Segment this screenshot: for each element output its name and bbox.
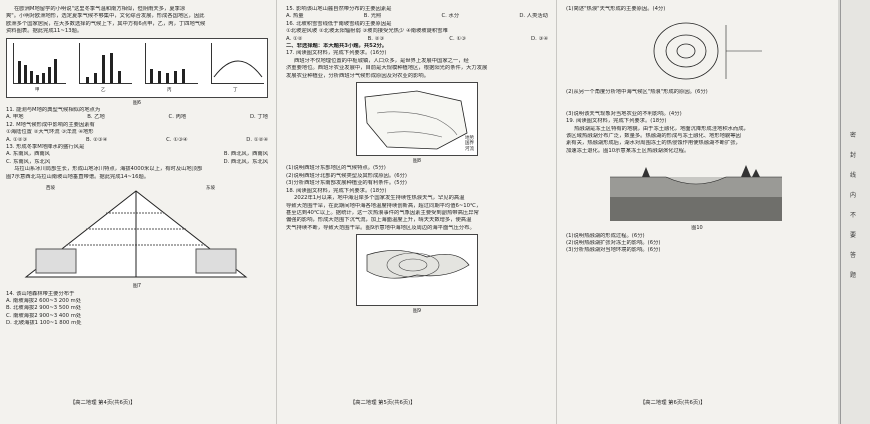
sub-question: (1)简述"热浪"天气形成的主要原因。(4分) (566, 6, 666, 12)
margin-char: 内 (850, 192, 857, 199)
thermokarst-figure (606, 157, 786, 223)
page-divider (276, 0, 277, 424)
figure-caption: 图10 (691, 225, 703, 232)
temperature-curve (213, 60, 263, 77)
paragraph: 乌拉山系冰川局部生长，形成山地冰川特点，海拔4000米以上，有时及山地顶部 (14, 166, 203, 173)
paragraph: 图7示意西北乌拉山南坡山地垂直带谱。据此完成14~16题。 (6, 173, 150, 180)
sub-question: (2)说明热融湖扩张对冻土的影响。(6分) (566, 240, 661, 247)
intro-line: 在欧洲M地留学的小明说"这里冬季气温和南方相似，但阴雨天多，夏季凉 (14, 6, 186, 12)
margin-char: 题 (850, 272, 857, 279)
sub-question: (3)分析西班牙东南部发展种植业的有利条件。(5分) (286, 180, 407, 187)
paragraph: 济重要地位。西班牙农业发展中，目前是大规模种植地区，根据阳光的条件，大力发展 (286, 65, 488, 72)
section-heading: 二、非选择题：本大题共3小题，共52分。 (286, 43, 388, 50)
chart-label: 乙 (101, 88, 106, 94)
page-6: (1)简述"热浪"天气形成的主要原因。(4分) (2)从另一个角度分析地中海气候… (566, 6, 828, 255)
sub-question: (2)说明西班牙北部的气候类型及其形成原因。(6分) (286, 172, 407, 179)
paragraph: 加速冻土退化。图10示意某冻土区热融湖演化过程。 (566, 147, 690, 154)
page-divider (556, 0, 557, 424)
figure-caption: 图7 (132, 283, 142, 290)
paragraph: 导致大范围干旱，在此期间地中海各地温度持续创新高，超过同期平均值6~10℃， (286, 202, 482, 209)
spain-map-figure: 地势国界河流 (356, 82, 478, 157)
intro-line: 资料图表。据此完成11~13题。 (6, 28, 83, 35)
question-13: 13. 形成冬季M地降水的盛行风是 (6, 144, 85, 151)
mountain-diagram (24, 190, 248, 278)
figure-caption: 图8 (412, 158, 422, 165)
climate-charts-figure: 甲 乙 丙 丁 (6, 37, 268, 98)
paragraph: 甚至达到40℃以上。据统计，这一次热浪事件的气象因素主要受到副热带高压异常 (286, 209, 479, 216)
intro-line: 爽"。小明对欧洲地形，选定夏季气候不够集中，文化综合发展，形成各国地区，因此 (6, 13, 205, 20)
map-outline (364, 90, 468, 150)
margin-char: 答 (850, 252, 857, 259)
isobar-figure (646, 15, 766, 87)
map-legend: 地势国界河流 (465, 135, 474, 152)
sub-question: (1)说明热融湖的形成过程。(6分) (566, 232, 645, 239)
paragraph: 偏强的影响，形成大范围下沉气流，加上海面温度上升，晴天天数增多，使高温 (286, 217, 472, 224)
sub-question: (1)说明西班牙东部地区的气候特点。(5分) (286, 165, 386, 172)
climate-chart-a (13, 42, 66, 84)
margin-char: 不 (850, 212, 857, 219)
figure-caption: 图6 (132, 99, 142, 106)
thermokarst-diagram (610, 165, 782, 222)
question-line: ①北坡迎风坡 ②北坡太阳辐射弱 ③坡向接受光热少 ④南坡坡陡积雪难 (286, 28, 448, 35)
sub-question: (3)分析热融湖对当地环境的影响。(6分) (566, 247, 661, 254)
chart-label: 丁 (233, 88, 238, 94)
climate-chart-d (211, 42, 264, 84)
paragraph: 该区域热融湖分布广泛，数量多。热融湖的形成与冻土融化、地形地貌等因 (566, 133, 741, 140)
sub-question: (3)说明该天气现象对当地农业的不利影响。(4分) (566, 110, 682, 117)
sub-question: (2)从另一个角度分析地中海气候区"热浪"形成的原因。(6分) (566, 89, 708, 96)
mediterranean-map-figure (356, 234, 478, 307)
paragraph: 2022年1月以来，地中海沿岸多个国家发生持续性热浪天气，罕见的高温 (294, 195, 465, 202)
binding-margin: 密 封 线 内 不 要 答 题 (840, 0, 870, 424)
exam-sheet: 在欧洲M地留学的小明说"这里冬季气温和南方相似，但阴雨天多，夏季凉 爽"。小明对… (0, 0, 838, 424)
margin-char: 线 (850, 172, 857, 179)
option: D. 北坡海拔1 100~1 800 m处 (6, 320, 82, 327)
question-17: 17. 阅读图文材料，完成下列要求。(16分) (286, 50, 387, 57)
figure-caption: 图9 (412, 308, 422, 315)
page-4: 在欧洲M地留学的小明说"这里冬季气温和南方相似，但阴雨天多，夏季凉 爽"。小明对… (6, 6, 268, 328)
option: A. 南坡海拔2 600~3 200 m处 (6, 297, 81, 304)
margin-char: 密 (850, 132, 857, 139)
intro-line: 欧洲多个国家居民，在大多数选择的气候上下，其中方有6点甲，乙，丙，丁四地气候 (6, 20, 206, 27)
question-14: 14. 该山地森林带主要分布于 (6, 290, 75, 297)
paragraph: 发展农业种植业，分析西班牙气候形成原因及对农业的影响。 (286, 72, 430, 79)
slope-label: 东坡 (206, 186, 215, 192)
slope-label: 西坡 (46, 186, 55, 192)
question-16: 16. 北坡积雪雪线低于南坡雪线的主要原因是 (286, 20, 392, 27)
paragraph: 西班牙不仅地理位置的中枢城镇，人口众多，是世界上发展中国家之一，经 (294, 57, 469, 64)
page-footer: 【高二地理 第5页(共6页)】 (350, 400, 416, 406)
climate-chart-c (145, 42, 198, 84)
question-11: 11. 能测与M地的典型气候相似的地点为 (6, 107, 101, 114)
question-18: 18. 阅读图文材料，完成下列要求。(18分) (286, 187, 387, 194)
pressure-map (366, 250, 470, 279)
mountain-zone-figure: 西坡 东坡 (6, 183, 268, 281)
question-15: 15. 影响该山地山麓自然带分布的主要因素是 (286, 6, 392, 12)
chart-label: 甲 (35, 88, 40, 94)
chart-label: 丙 (167, 88, 172, 94)
paragraph: 天气持续不断，导致大范围干旱。图9示意地中海地区及周边的海平面气压分布。 (286, 224, 475, 231)
paragraph: 素有关，热融湖形成后，湖水对周围冻土的热侵蚀作用使热融湖不断扩张， (566, 140, 741, 147)
page-footer: 【高二地理 第4页(共6页)】 (70, 400, 136, 406)
question-line: ①海陆位置 ②大气环流 ③洋流 ④地形 (6, 129, 94, 136)
page-footer: 【高二地理 第6页(共6页)】 (640, 400, 706, 406)
question-19: 19. 阅读图文材料，完成下列要求。(18分) (566, 118, 667, 125)
option: B. 北坡海拔2 900~3 500 m处 (6, 305, 82, 312)
margin-char: 要 (850, 232, 857, 239)
margin-char: 封 (850, 152, 857, 159)
question-12: 12. M地气候形成中影响的主要因素有 (6, 121, 95, 128)
paragraph: 热融湖是冻土区特有的地貌，由于冻土融化，地面沉降形成洼地积水而成， (574, 125, 749, 132)
climate-chart-b (79, 42, 132, 84)
option: C. 南坡海拔2 900~3 400 m处 (6, 312, 82, 319)
isobar-diagram (653, 23, 762, 80)
